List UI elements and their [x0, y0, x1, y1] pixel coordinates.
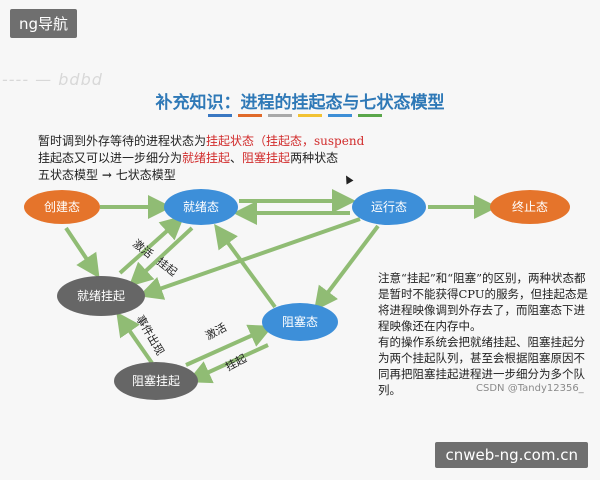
node-running-label: 运行态: [371, 200, 407, 214]
arrow-running-readysuspend: [138, 217, 361, 300]
node-terminated-label: 终止态: [512, 199, 548, 214]
transition-arrows: [64, 189, 498, 384]
label-event: 事件出现: [133, 313, 167, 358]
arrow-blockedsuspend-readysuspend: [116, 311, 154, 365]
intro-line1-a: 暂时调到外存等待的进程状态为: [38, 134, 207, 148]
intro-line2-e: 两种状态: [290, 151, 339, 165]
arrow-create-readysuspend: [64, 226, 100, 279]
intro-line2-a: 挂起态又可以进一步细分为: [38, 151, 183, 165]
bar-3: [268, 114, 292, 117]
state-nodes: 创建态 就绪态 运行态 终止态 就绪挂起 阻塞态 阻塞挂起: [24, 189, 570, 400]
node-ready: [164, 189, 238, 225]
node-ready-suspend-label: 就绪挂起: [77, 289, 125, 303]
label-activate-2: 激活: [203, 320, 229, 343]
node-create: [24, 190, 100, 224]
node-blocked-label: 阻塞态: [282, 314, 318, 329]
node-blocked-suspend: [114, 362, 198, 400]
title-color-bars: [208, 114, 382, 117]
note-text: 注意“挂起”和“阻塞”的区别，两种状态都是暂时不能获得CPU的服务，但挂起态是将…: [378, 270, 590, 398]
arrow-blocked-ready: [214, 223, 277, 309]
nav-badge[interactable]: ng导航: [10, 9, 78, 38]
csdn-credit: CSDN @Tandy12356_: [476, 383, 584, 394]
bar-1: [208, 114, 232, 117]
note-p1: 注意“挂起”和“阻塞”的区别，两种状态都是暂时不能获得CPU的服务，但挂起态是将…: [378, 271, 589, 333]
node-terminated: [490, 190, 570, 224]
node-blocked: [262, 303, 338, 341]
node-ready-suspend: [57, 276, 145, 316]
intro-line2-b: 就绪挂起: [182, 151, 231, 165]
edge-labels: 激活 挂起 激活 挂起 事件出现: [130, 236, 249, 373]
intro-line2-d: 阻塞挂起: [242, 151, 291, 165]
site-badge[interactable]: cnweb-ng.com.cn: [435, 442, 588, 468]
node-blocked-suspend-label: 阻塞挂起: [132, 373, 180, 388]
intro-line-3: 五状态模型 → 七状态模型: [38, 167, 364, 184]
intro-line2-c: 、: [230, 151, 243, 165]
arrow-ready-readysuspend: [128, 226, 194, 287]
bar-6: [358, 114, 382, 117]
intro-line3-b: 七状态模型: [115, 168, 176, 182]
note-p2: 有的操作系统会把就绪挂起、阻塞挂起分为两个挂起队列，甚至会根据阻塞原因不同再把阻…: [378, 335, 585, 397]
slide-title: 补充知识：进程的挂起态与七状态模型: [155, 93, 445, 113]
arrow-running-blocked: [313, 224, 380, 311]
intro-line-1: 暂时调到外存等待的进程状态为挂起状态（挂起态，suspend: [38, 133, 364, 150]
intro-text: 暂时调到外存等待的进程状态为挂起状态（挂起态，suspend 挂起态又可以进一步…: [38, 133, 364, 184]
intro-arrow: →: [101, 168, 112, 182]
arrow-blocked-blockedsuspend: [186, 343, 269, 384]
node-create-label: 创建态: [44, 200, 80, 214]
intro-line-2: 挂起态又可以进一步细分为就绪挂起、阻塞挂起两种状态: [38, 150, 364, 167]
label-activate-1: 激活: [130, 236, 156, 261]
bar-4: [298, 114, 322, 117]
faint-watermark: ---- — bdbd: [2, 70, 103, 89]
bar-2: [238, 114, 262, 117]
intro-line1-b: 挂起状态（挂起态，suspend: [206, 134, 365, 148]
bar-5: [328, 114, 352, 117]
intro-line3-a: 五状态模型: [38, 168, 99, 182]
arrow-blockedsuspend-blocked: [185, 324, 274, 367]
node-ready-label: 就绪态: [183, 200, 219, 214]
node-running: [352, 189, 426, 225]
